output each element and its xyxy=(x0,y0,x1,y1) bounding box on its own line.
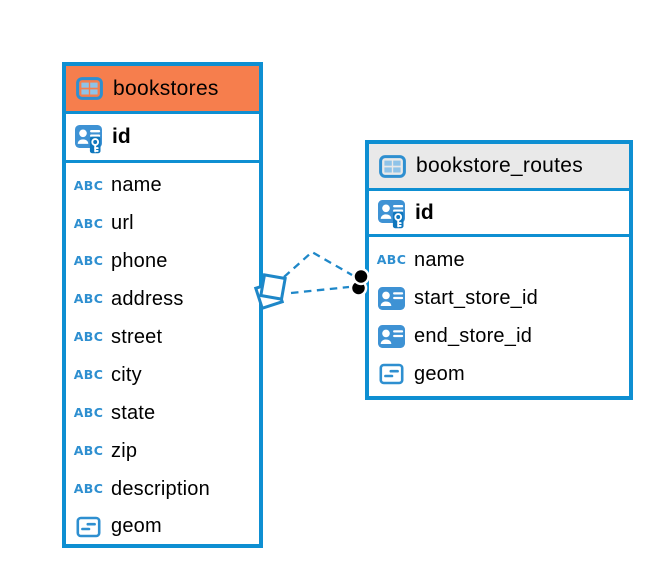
table-title: bookstores xyxy=(113,76,219,100)
text-type-icon: ABC xyxy=(73,367,104,383)
column-name: description xyxy=(111,477,210,500)
table-icon xyxy=(377,155,408,178)
column-row[interactable]: ABC url xyxy=(66,205,259,243)
primary-key-name: id xyxy=(415,200,434,224)
column-row[interactable]: ABC name xyxy=(369,241,629,279)
column-row[interactable]: ABC address xyxy=(66,281,259,319)
text-type-icon: ABC xyxy=(376,251,407,267)
text-type-icon: ABC xyxy=(73,442,104,458)
column-name: start_store_id xyxy=(414,286,538,309)
column-row[interactable]: ABC description xyxy=(66,470,259,508)
column-name: name xyxy=(111,174,162,197)
relationship-line[interactable] xyxy=(290,285,350,295)
column-row[interactable]: ABC zip xyxy=(66,432,259,470)
text-type-icon: ABC xyxy=(73,480,104,496)
text-type-icon: ABC xyxy=(73,253,104,269)
column-name: phone xyxy=(111,250,168,273)
primary-key-row[interactable]: id xyxy=(66,114,259,163)
column-row[interactable]: ABC city xyxy=(66,356,259,394)
primary-key-icon xyxy=(73,121,104,154)
column-name: zip xyxy=(111,439,138,462)
column-row[interactable]: ABC street xyxy=(66,319,259,357)
column-name: address xyxy=(111,288,184,311)
text-type-icon: ABC xyxy=(73,329,104,345)
text-type-icon: ABC xyxy=(73,291,104,307)
column-name: url xyxy=(111,212,134,235)
table-title: bookstore_routes xyxy=(416,154,584,177)
text-type-icon: ABC xyxy=(73,215,104,231)
column-row[interactable]: ABC phone xyxy=(66,243,259,281)
table-bookstore-routes[interactable]: bookstore_routes id ABC name start_store… xyxy=(365,140,633,400)
column-row[interactable]: ABC state xyxy=(66,394,259,432)
primary-key-name: id xyxy=(112,125,131,148)
column-name: street xyxy=(111,326,163,348)
column-name: name xyxy=(414,248,465,271)
column-name: end_store_id xyxy=(414,324,533,347)
column-row[interactable]: geom xyxy=(66,508,259,546)
geometry-type-icon xyxy=(376,363,407,385)
table-bookstore-routes-header[interactable]: bookstore_routes xyxy=(369,144,629,191)
column-row[interactable]: start_store_id xyxy=(369,279,629,317)
geometry-type-icon xyxy=(73,516,104,538)
column-list: ABC name ABC url ABC phone ABC address A… xyxy=(66,163,259,546)
diamond-marker xyxy=(259,273,287,301)
primary-key-icon xyxy=(376,196,407,229)
table-bookstores[interactable]: bookstores id ABC name ABC url ABC phone… xyxy=(62,62,263,548)
reference-type-icon xyxy=(376,287,407,310)
table-bookstores-header[interactable]: bookstores xyxy=(66,66,259,114)
column-row[interactable]: geom xyxy=(369,355,629,393)
column-row[interactable]: end_store_id xyxy=(369,317,629,355)
column-name: geom xyxy=(111,515,162,538)
text-type-icon: ABC xyxy=(73,405,104,421)
table-icon xyxy=(74,77,105,100)
reference-type-icon xyxy=(376,325,407,348)
primary-key-row[interactable]: id xyxy=(369,191,629,237)
text-type-icon: ABC xyxy=(73,177,104,193)
column-row[interactable]: ABC name xyxy=(66,167,259,205)
dot-marker xyxy=(349,279,368,297)
column-name: city xyxy=(111,363,142,386)
column-name: geom xyxy=(414,362,465,385)
column-name: state xyxy=(111,401,156,424)
column-list: ABC name start_store_id end_store_id ge xyxy=(369,237,629,396)
relationship-line[interactable] xyxy=(283,250,353,278)
